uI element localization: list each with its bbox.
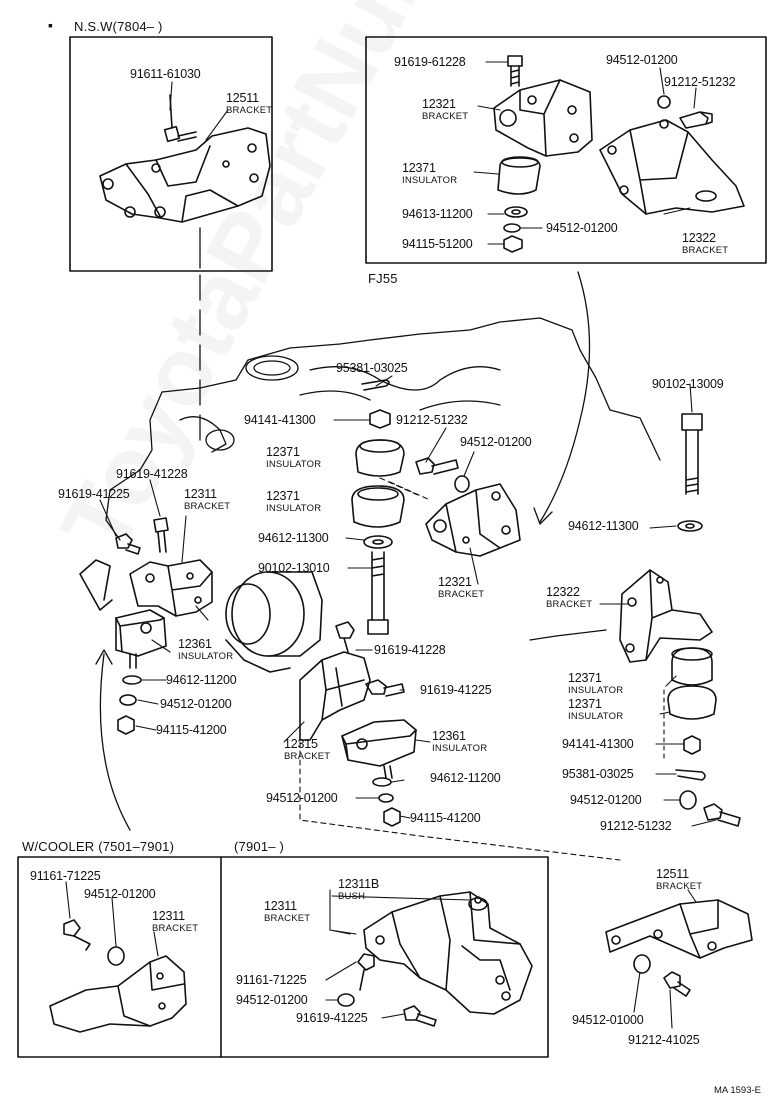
callout-91212-41025: 91212-41025 (628, 1033, 700, 1047)
callout-94612-11300-a: 94612-11300 (568, 519, 639, 533)
lower-bracket-12511-drawing (605, 899, 753, 997)
wcooler-left-drawing (49, 919, 187, 1033)
callout-91619-41228-a: 91619-41228 (116, 467, 188, 481)
header-7901: (7901– ) (234, 839, 285, 854)
bracket-12315-drawing (299, 621, 621, 861)
callout-91212-51232-b: 91212-51232 (396, 413, 468, 427)
callout-95381-03025-a: 95381-03025 (336, 361, 408, 375)
callout-94115-51200: 94115-51200 (402, 237, 473, 251)
center-parts-drawing (351, 379, 521, 635)
header-wcooler: W/COOLER (7501–7901) (22, 839, 175, 854)
callout-91611-61030: 91611-61030 (130, 67, 201, 81)
inset-frame-nsw (69, 36, 273, 272)
engine-block-outline (105, 317, 661, 641)
left-side-parts-drawing (79, 517, 323, 831)
callout-94612-11200-b: 94612-11200 (430, 771, 501, 785)
bullet-mark: ▪ (48, 17, 53, 33)
callout-90102-13010: 90102-13010 (258, 561, 330, 575)
callout-91619-41225-c: 91619-41225 (296, 1011, 368, 1025)
callout-91212-51232-c: 91212-51232 (600, 819, 672, 833)
header-nsw: N.S.W(7804– ) (74, 19, 163, 34)
wcooler-right-drawing (329, 889, 533, 1027)
callout-91161-71225-b: 91161-71225 (236, 973, 307, 987)
fj55-parts-drawing (493, 55, 745, 253)
callout-94512-01200-h: 94512-01200 (236, 993, 308, 1007)
callout-94512-01200-g: 94512-01200 (84, 887, 156, 901)
inset-frame-wcooler (17, 856, 549, 1058)
callout-94613-11200: 94613-11200 (402, 207, 473, 221)
callout-95381-03025-b: 95381-03025 (562, 767, 634, 781)
callout-94512-01200-e: 94512-01200 (266, 791, 338, 805)
right-side-parts-drawing (619, 413, 741, 827)
callout-90102-13009: 90102-13009 (652, 377, 724, 391)
callout-94141-41300-b: 94141-41300 (562, 737, 634, 751)
callout-94512-01200-b: 94512-01200 (546, 221, 618, 235)
inset-frame-fj55 (365, 36, 767, 264)
callout-91161-71225-a: 91161-71225 (30, 869, 101, 883)
callout-94512-01200-c: 94512-01200 (460, 435, 532, 449)
header-fj55: FJ55 (368, 271, 398, 286)
callout-94115-41200-b: 94115-41200 (410, 811, 481, 825)
callout-94512-01200-f: 94512-01200 (570, 793, 642, 807)
callout-94612-11300-b: 94612-11300 (258, 531, 329, 545)
callout-91212-51232-a: 91212-51232 (664, 75, 736, 89)
callout-94512-01200-d: 94512-01200 (160, 697, 232, 711)
callout-94612-11200-a: 94612-11200 (166, 673, 237, 687)
callout-94141-41300-a: 94141-41300 (244, 413, 316, 427)
callout-91619-61228: 91619-61228 (394, 55, 466, 69)
callout-91619-41228-b: 91619-41228 (374, 643, 446, 657)
leader-lines (65, 61, 717, 1029)
reference-code: MA 1593-E (714, 1085, 761, 1096)
callout-91619-41225-b: 91619-41225 (420, 683, 492, 697)
callout-94115-41200-a: 94115-41200 (156, 723, 227, 737)
callout-94512-01000: 94512-01000 (572, 1013, 644, 1027)
callout-91619-41225-a: 91619-41225 (58, 487, 130, 501)
callout-94512-01200-a: 94512-01200 (606, 53, 678, 67)
